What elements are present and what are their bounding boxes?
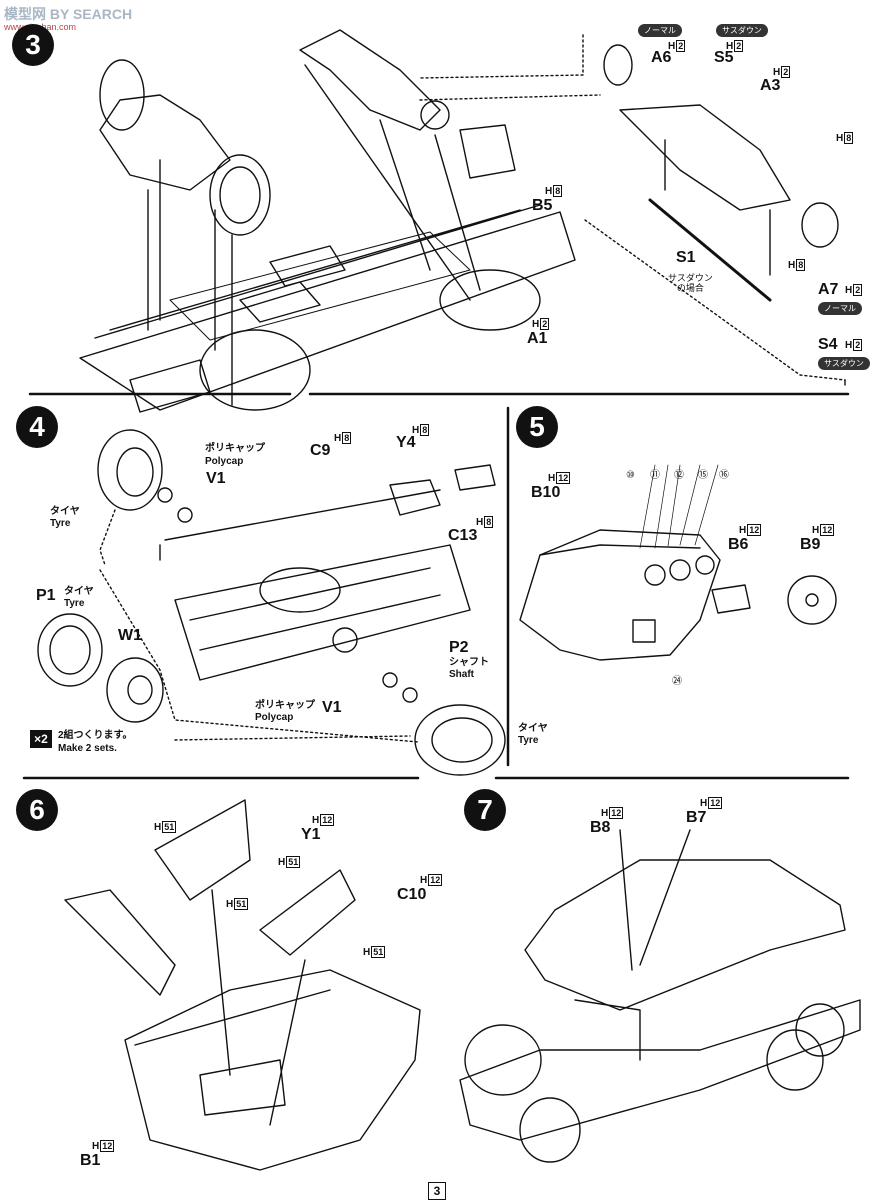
make-two-icon: ×2: [30, 730, 52, 748]
part-label-y1: Y1: [301, 826, 321, 843]
step7-drawing: [459, 829, 861, 1163]
polycap-en: Polycap: [205, 456, 244, 467]
part-label-b5: B5: [532, 197, 553, 214]
part-label-w1: W1: [118, 627, 142, 644]
shaft-jp: シャフト: [449, 657, 489, 668]
part-label-a1: A1: [527, 330, 548, 347]
step-number-7: 7: [464, 789, 506, 831]
decal-11: ⑪: [650, 470, 660, 481]
part-label-a3: A3: [760, 77, 781, 94]
part-label-c10: C10: [397, 886, 427, 903]
shaft-en: Shaft: [449, 669, 474, 680]
part-label-v1-bottom: V1: [322, 699, 342, 716]
part-label-p2: P2: [449, 639, 469, 656]
part-label-c9: C9: [310, 442, 331, 459]
polycap-en-bottom: Polycap: [255, 712, 294, 723]
tag-normal: ノーマル: [638, 24, 682, 37]
page-number: 3: [428, 1182, 446, 1200]
decal-16: ⑯: [719, 470, 729, 481]
tyre-en-p1: Tyre: [64, 598, 85, 609]
tag-normal-2: ノーマル: [818, 302, 862, 315]
tyre-jp-p1: タイヤ: [64, 586, 94, 597]
decal-15: ⑮: [698, 470, 708, 481]
polycap-jp: ポリキャップ: [205, 443, 265, 454]
part-label-c13: C13: [448, 527, 478, 544]
part-label-b7: B7: [686, 809, 707, 826]
part-label-v1-top: V1: [206, 470, 226, 487]
tyre-en-bottom: Tyre: [518, 735, 539, 746]
step-number-3: 3: [12, 24, 54, 66]
tag-sasdown-2: サスダウン: [818, 357, 870, 370]
step-number-5: 5: [516, 406, 558, 448]
make-two-en: Make 2 sets.: [58, 743, 117, 754]
part-label-b9: B9: [800, 536, 821, 553]
step-number-4: 4: [16, 406, 58, 448]
step4-drawing: [37, 429, 506, 776]
note-s1: サスダウン の場合: [668, 273, 713, 294]
part-label-a6: A6: [651, 49, 672, 66]
polycap-jp-bottom: ポリキャップ: [255, 700, 315, 711]
part-label-a7: A7: [818, 281, 839, 298]
step6-drawing: [64, 799, 421, 1171]
step3-chassis-drawing: [79, 29, 846, 413]
step-number-6: 6: [16, 789, 58, 831]
tyre-jp-top: タイヤ: [50, 506, 80, 517]
part-label-b1: B1: [80, 1152, 101, 1169]
decal-10: ⑩: [626, 470, 635, 481]
tyre-en-top: Tyre: [50, 518, 71, 529]
part-label-s5: S5: [714, 49, 734, 66]
part-label-s4: S4: [818, 336, 838, 353]
part-label-p1: P1: [36, 587, 56, 604]
watermark-brand: 模型网 BY SEARCH: [4, 6, 133, 22]
make-two-jp: 2組つくります。: [58, 730, 133, 741]
part-label-b10: B10: [531, 484, 561, 501]
decal-12: ⑫: [674, 470, 684, 481]
part-label-s1: S1: [676, 249, 696, 266]
decal-24: ㉔: [672, 676, 682, 687]
part-label-b6: B6: [728, 536, 749, 553]
part-label-y4: Y4: [396, 434, 416, 451]
tyre-jp-bottom: タイヤ: [518, 723, 548, 734]
tag-sasdown: サスダウン: [716, 24, 768, 37]
part-label-b8: B8: [590, 819, 611, 836]
step5-drawing: [519, 464, 837, 661]
